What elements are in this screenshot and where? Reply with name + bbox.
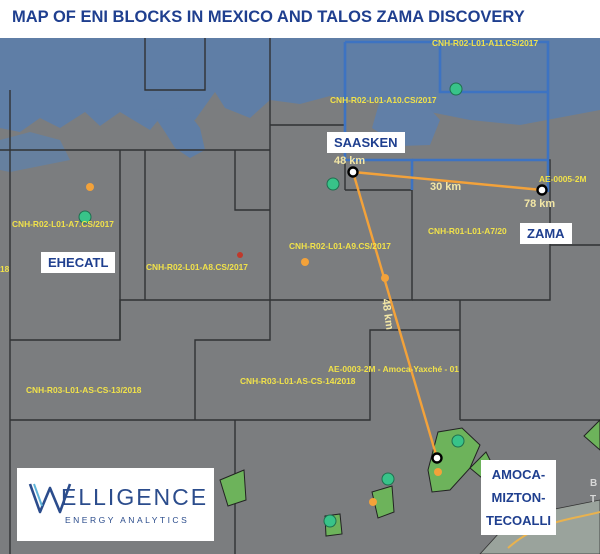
distance-saasken-zama: 30 km — [430, 181, 462, 193]
red-well-dot — [237, 252, 243, 258]
highlighted-blocks — [343, 40, 550, 192]
block-label: CNH-R02-L01-A8.CS/2017 — [146, 262, 248, 272]
distance-fragment: 48 km — [334, 155, 366, 167]
place-amoca-line3: TECOALLI — [486, 513, 551, 528]
route-lines — [351, 170, 543, 459]
green-markers — [78, 82, 465, 528]
block-label: CNH-R02-L01-A7.CS/2017 — [12, 219, 114, 229]
welligence-logo: ELLIGENCE ENERGY ANALYTICS — [17, 468, 214, 541]
saasken-point — [347, 166, 359, 178]
block-grid — [0, 38, 600, 554]
block-label: CNH-R02-L01-A9.CS/2017 — [289, 241, 391, 251]
block-label: CNH-R02-L01-A10.CS/2017 — [330, 95, 437, 105]
block-label: CNH-R03-L01-AS-CS-14/2018 — [240, 376, 356, 386]
sea-inlet — [150, 108, 205, 158]
mizton-field — [371, 485, 395, 519]
amoca-field — [427, 427, 481, 493]
map-title: MAP OF ENI BLOCKS IN MEXICO AND TALOS ZA… — [12, 8, 525, 26]
sea-area — [0, 38, 600, 132]
place-ehecatl: EHECATL — [41, 252, 116, 273]
edge-letter: T — [590, 494, 597, 505]
place-saasken: SAASKEN — [327, 132, 405, 153]
block-label: CNH-R02-L01-A11.CS/2017 — [432, 38, 539, 48]
title-bar: MAP OF ENI BLOCKS IN MEXICO AND TALOS ZA… — [0, 0, 600, 38]
route-saasken-amoca — [351, 171, 439, 459]
block-label: CNH-R03-L01-AS-CS-13/2018 — [26, 385, 142, 395]
block-label: CNH-R01-L01-A7/20 — [428, 226, 507, 236]
amoca-point — [431, 452, 443, 464]
well-dots — [86, 183, 442, 506]
w-logo-icon — [28, 483, 72, 514]
distance-zama-fragment: 78 km — [524, 198, 556, 210]
block-label: 18 — [0, 264, 10, 274]
route-saasken-zama — [352, 170, 543, 192]
place-amoca-line2: MIZTON- — [491, 490, 546, 505]
place-amoca-mizton-tecoalli: AMOCA- MIZTON- TECOALLI — [481, 460, 556, 535]
sea-inlet-left — [0, 132, 70, 172]
edge-letter: B — [590, 478, 598, 489]
block-label: AE-0005-2M — [539, 174, 587, 184]
block-label: AE-0003-2M - Amoca-Yaxché - 01 — [328, 364, 459, 374]
logo-wordmark: ELLIGENCE — [61, 484, 209, 510]
zama-point — [536, 184, 548, 196]
logo-subtitle: ENERGY ANALYTICS — [65, 515, 190, 525]
place-zama: ZAMA — [520, 223, 572, 244]
place-amoca-line1: AMOCA- — [491, 467, 546, 482]
discovery-points — [347, 166, 548, 464]
